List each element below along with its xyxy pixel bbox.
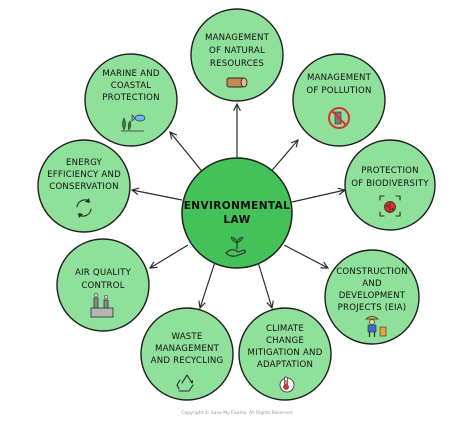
node-label-line: PROJECTS (EIA) [338,303,407,313]
arrow-to-air [150,244,189,268]
node-label-line: MANAGEMENT [155,344,220,354]
node-pollution: MANAGEMENT OF POLLUTION [292,53,386,147]
node-label-line: COASTAL [111,81,152,91]
arrow-to-pollution [267,140,298,176]
node-label-line: MITIGATION AND [247,348,322,358]
center-label-line-1: ENVIRONMENTAL [184,200,291,212]
node-label-line: ADAPTATION [257,360,313,370]
log-icon [226,77,248,88]
arrow-to-waste [200,261,216,308]
node-energy: ENERGY EFFICIENCY AND CONSERVATION [37,139,131,233]
arrow-to-marine [170,132,206,176]
factory-icon [90,292,114,318]
node-label-line: RESOURCES [210,59,264,69]
node-label-line: AND RECYCLING [151,356,224,366]
seaweed-fish-icon [121,114,146,132]
arrow-to-biodiversity [291,190,345,203]
ladybird-icon [379,195,401,217]
copyright-footer: Copyright © Save My Exams. All Rights Re… [181,409,292,416]
node-label-line: PROTECTION [102,93,160,103]
center-label-line-2: LAW [223,214,250,226]
recycle-icon [176,374,194,392]
node-label-line: OF POLLUTION [306,86,371,96]
node-label-line: MANAGEMENT [205,33,270,43]
node-label-line: EFFICIENCY AND [47,170,121,180]
node-label-line: AIR QUALITY [75,268,132,278]
node-label-line: OF NATURAL [209,46,265,56]
node-natural-resources: MANAGEMENT OF NATURAL RESOURCES [190,8,284,102]
arrow-to-eia [283,244,328,268]
hand-with-plant-icon [225,236,247,257]
thermometer-icon [279,376,295,393]
node-label-line: AND [362,279,382,289]
node-label-line: CLIMATE [266,324,304,334]
no-pollution-icon [328,107,350,129]
node-label-line: ENERGY [66,158,102,168]
node-label-line: WASTE [171,332,202,342]
node-label-line: MANAGEMENT [307,73,372,83]
arrows [132,104,345,308]
node-eia: CONSTRUCTION AND DEVELOPMENT PROJECTS (E… [324,249,420,345]
node-climate: CLIMATE CHANGE MITIGATION AND ADAPTATION [238,307,332,401]
center-node: ENVIRONMENTAL LAW [181,157,293,269]
node-label-line: DEVELOPMENT [339,291,406,301]
node-biodiversity: PROTECTION OF BIODIVERSITY [344,139,436,231]
node-label-line: CONTROL [81,281,124,291]
node-waste: WASTE MANAGEMENT AND RECYCLING [140,307,234,401]
node-label-line: CHANGE [266,336,304,346]
node-air: AIR QUALITY CONTROL [56,238,150,332]
node-label-line: OF BIODIVERSITY [351,179,429,189]
node-label-line: MARINE AND [102,69,159,79]
node-label-line: PROTECTION [361,166,419,176]
node-marine: MARINE AND COASTAL PROTECTION [84,53,178,147]
construction-worker-icon [365,316,387,337]
arrow-to-climate [257,261,272,308]
renew-arrows-icon [76,198,92,218]
node-label-line: CONSERVATION [49,182,119,192]
arrow-to-energy [132,190,183,201]
node-label-line: CONSTRUCTION [336,267,408,277]
